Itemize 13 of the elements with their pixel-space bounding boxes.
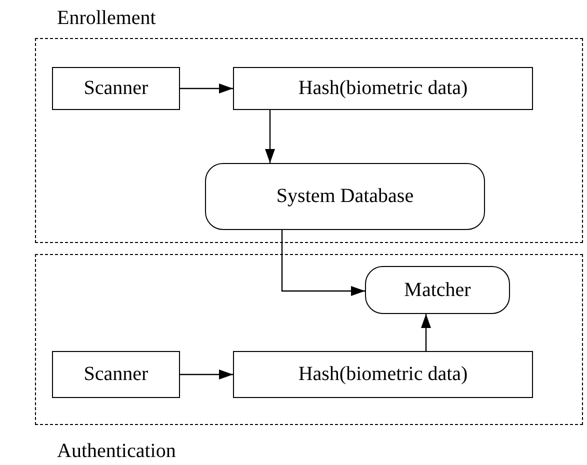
rounded-process-box: System Database [205, 163, 485, 230]
process-box: Hash(biometric data) [233, 67, 533, 110]
rounded-process-box: Matcher [365, 266, 510, 314]
arrow [265, 110, 275, 163]
process-box: Hash(biometric data) [233, 351, 533, 398]
arrow [281, 230, 365, 296]
arrow [180, 84, 233, 94]
group-heading: Enrollement [57, 8, 156, 28]
process-box: Scanner [52, 67, 180, 110]
arrow [180, 370, 233, 380]
process-box: Scanner [52, 351, 180, 398]
group-heading: Authentication [57, 441, 176, 461]
arrow [421, 314, 431, 351]
